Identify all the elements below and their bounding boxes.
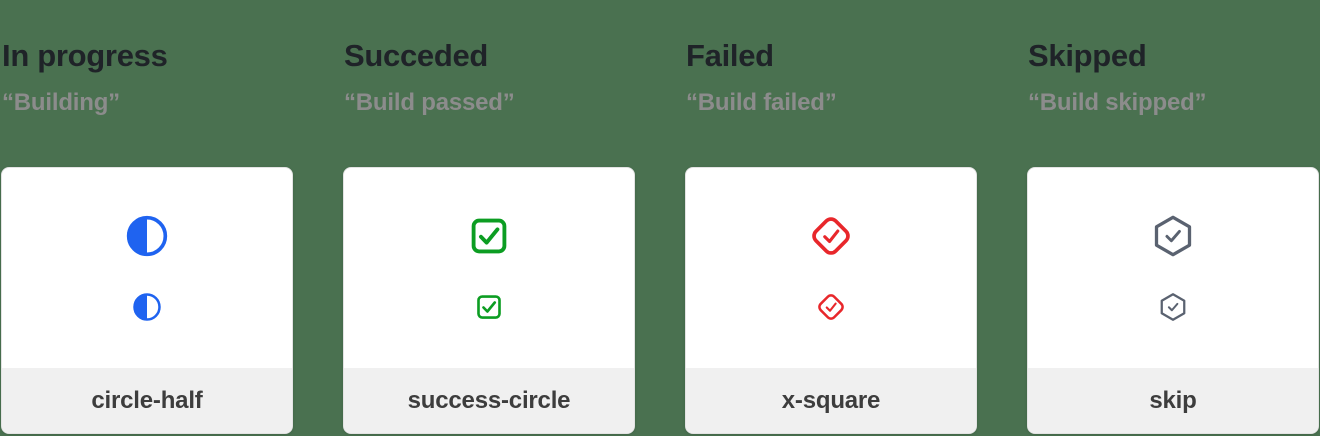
column-subtitle: “Build skipped” — [1028, 89, 1207, 116]
column-header: Failed “Build failed” — [685, 0, 977, 117]
icon-card-footer: skip — [1028, 368, 1318, 433]
icon-card-footer: success-circle — [344, 368, 634, 433]
column-title: In progress — [2, 38, 168, 73]
column-subtitle: “Build failed” — [686, 89, 837, 116]
icon-name-label: skip — [1149, 386, 1197, 414]
column-header: Succeded “Build passed” — [343, 0, 635, 117]
status-column-failed: Failed “Build failed” x-square — [685, 0, 977, 436]
icon-card-circle-half: circle-half — [1, 167, 293, 434]
column-header: Skipped “Build skipped” — [1027, 0, 1319, 117]
diamond-check-icon-small — [818, 294, 844, 320]
column-title: Succeded — [344, 38, 489, 73]
column-title: Failed — [686, 38, 774, 73]
check-square-icon-large — [471, 218, 507, 254]
icon-card-success-circle: success-circle — [343, 167, 635, 434]
icon-preview-area — [686, 168, 976, 368]
column-title: Skipped — [1028, 38, 1147, 73]
icon-name-label: circle-half — [91, 386, 203, 414]
icon-preview-area — [344, 168, 634, 368]
icon-card-footer: circle-half — [2, 368, 292, 433]
circle-half-icon-small — [133, 293, 161, 321]
check-square-icon-small — [477, 295, 501, 319]
icon-preview-area — [2, 168, 292, 368]
column-subtitle: “Build passed” — [344, 89, 515, 116]
icon-name-label: x-square — [781, 386, 881, 414]
column-subtitle: “Building” — [2, 89, 120, 116]
status-column-skipped: Skipped “Build skipped” skip — [1027, 0, 1319, 436]
status-column-succeeded: Succeded “Build passed” success-circle — [343, 0, 635, 436]
icon-card-x-square: x-square — [685, 167, 977, 434]
hexagon-check-icon-large — [1154, 215, 1192, 257]
diamond-check-icon-large — [812, 217, 850, 255]
icon-card-skip: skip — [1027, 167, 1319, 434]
icon-card-footer: x-square — [686, 368, 976, 433]
circle-half-icon-large — [126, 215, 168, 257]
icon-preview-area — [1028, 168, 1318, 368]
icon-name-label: success-circle — [407, 386, 571, 414]
column-header: In progress “Building” — [1, 0, 293, 117]
hexagon-check-icon-small — [1160, 293, 1186, 321]
status-column-in-progress: In progress “Building” circle-half — [1, 0, 293, 436]
